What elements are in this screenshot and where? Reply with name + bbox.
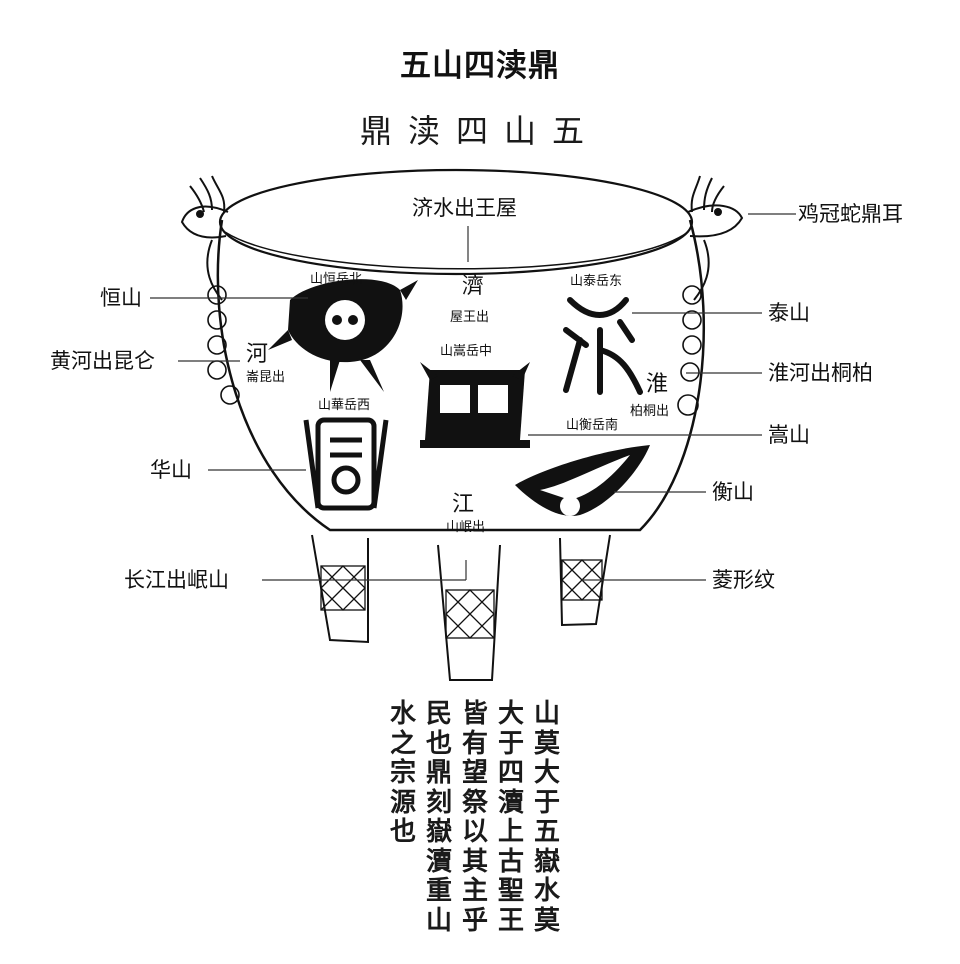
song-shan-glyph — [420, 362, 530, 448]
leader-lines — [150, 213, 796, 581]
vessel-legs — [311, 534, 611, 681]
snake-ear-right — [687, 175, 744, 301]
inscription-ji-sub: 屋王出 — [450, 310, 490, 325]
snake-ear-left — [180, 175, 229, 301]
inscription-jiang: 江 — [452, 492, 475, 517]
heng-shan-glyph — [268, 279, 418, 392]
page-title: 五山四渎鼎 — [400, 48, 560, 84]
label-song-shan: 嵩山 — [768, 423, 810, 447]
label-ji-shui: 济水出王屋 — [412, 196, 517, 220]
inscription-jiang-sub: 山岷出 — [446, 520, 486, 535]
inscription-xi-yue: 山華岳西 — [318, 398, 371, 413]
vessel-body — [216, 219, 706, 532]
label-tai-shan: 泰山 — [768, 301, 810, 325]
inscription-huai: 淮 — [646, 372, 669, 397]
label-hua-shan: 华山 — [150, 458, 192, 482]
inscription-ji: 濟 — [462, 274, 485, 299]
seal-script-title: 鼎渎四山五 — [359, 112, 600, 150]
verse-column-5: 水之宗源也 — [389, 699, 416, 847]
inscription-nan-yue: 山衡岳南 — [566, 418, 619, 433]
label-snake-ear: 鸡冠蛇鼎耳 — [798, 202, 903, 226]
inscription-dong-yue: 山泰岳东 — [570, 274, 623, 289]
chain-rings — [207, 285, 702, 416]
label-heng-shan-south: 衡山 — [712, 480, 754, 504]
verse-column-4: 民也鼎刻嶽瀆重山 — [425, 699, 452, 936]
tai-shan-glyph — [563, 297, 643, 395]
verse-column-2: 大于四瀆上古聖王 — [497, 699, 524, 936]
verse-column-3: 皆有望祭以其主乎 — [461, 699, 488, 936]
label-huang-he: 黄河出昆仑 — [50, 349, 155, 373]
vessel-rim — [218, 168, 694, 276]
verse-column-1: 山莫大于五嶽水莫 — [533, 699, 560, 936]
heng-shan-south-glyph — [515, 445, 650, 516]
label-heng-shan-north: 恒山 — [100, 286, 142, 310]
label-huai-he: 淮河出桐柏 — [768, 361, 873, 385]
inscription-he-sub: 崙昆出 — [246, 370, 286, 385]
inscription-bei-yue: 山恒岳北 — [310, 272, 363, 287]
hua-shan-glyph — [303, 417, 389, 511]
inscription-zhong-yue: 山嵩岳中 — [440, 344, 493, 359]
label-diamond-pattern: 菱形纹 — [712, 568, 775, 592]
inscription-he: 河 — [246, 342, 269, 367]
label-chang-jiang: 长江出岷山 — [124, 568, 229, 592]
inscription-huai-sub: 柏桐出 — [630, 404, 670, 419]
